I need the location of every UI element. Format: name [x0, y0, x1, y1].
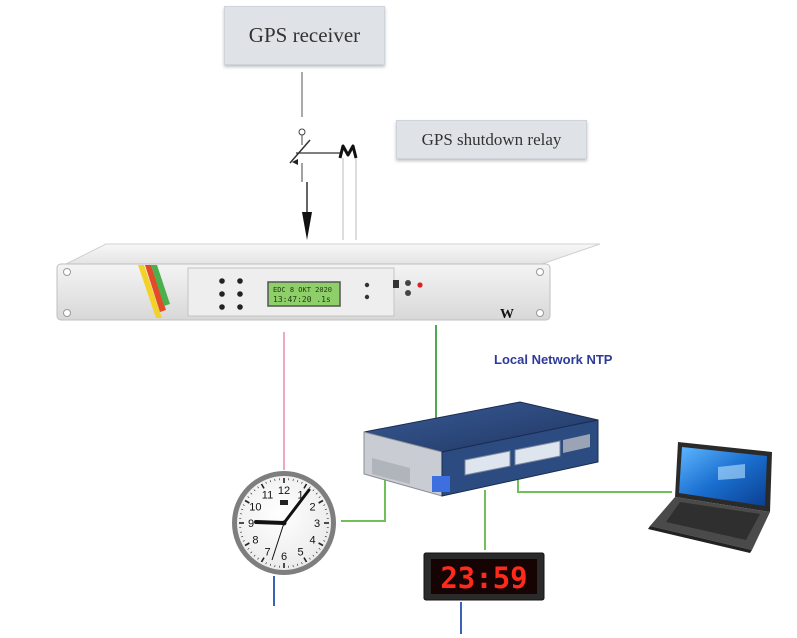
clock-tick — [318, 499, 324, 504]
ethernet-line-clock — [341, 478, 386, 522]
clock-tick — [301, 562, 303, 565]
clock-tick — [318, 542, 324, 547]
lcd-line2: 13:47:20 .1s — [273, 295, 331, 304]
local-network-label: Local Network NTP — [494, 352, 613, 367]
lcd-display — [267, 281, 341, 307]
server-buttons — [219, 278, 243, 310]
clock-tick — [241, 508, 244, 510]
digital-clock: 23:59 — [423, 552, 545, 601]
clock-numeral: 4 — [310, 535, 316, 547]
status-led — [417, 282, 423, 288]
clock-tick — [309, 557, 311, 560]
clock-numeral: 12 — [278, 485, 290, 497]
clock-tick — [257, 557, 259, 560]
clock-numeral: 3 — [314, 518, 320, 530]
laptop — [648, 442, 772, 553]
clock-numeral: 5 — [297, 547, 303, 559]
clock-tick — [315, 551, 318, 554]
clock-tick — [253, 554, 256, 557]
clock-numeral: 1 — [297, 489, 303, 501]
clock-numeral: 2 — [310, 502, 316, 514]
clock-tick — [242, 540, 245, 542]
gps-shutdown-relay-box: GPS shutdown relay — [396, 120, 587, 159]
clock-tick — [253, 489, 256, 492]
ethernet-line-laptop — [517, 476, 672, 493]
time-server: EDC 8 OKT 2020 13:47:20 .1s W — [56, 243, 601, 322]
clock-tick — [297, 563, 299, 566]
clock-tick — [324, 536, 327, 538]
second-hand — [271, 522, 285, 561]
clock-numeral: 7 — [264, 547, 270, 559]
clock-tick — [309, 486, 311, 489]
clock-tick — [323, 504, 326, 506]
clock-tick — [324, 508, 327, 510]
clock-tick — [312, 489, 315, 492]
coil-icon — [338, 144, 358, 159]
network-switch — [363, 401, 599, 497]
lcd-line1: EDC 8 OKT 2020 — [273, 286, 332, 294]
gps-shutdown-relay-label: GPS shutdown relay — [421, 129, 562, 149]
minute-hand — [282, 488, 311, 525]
relay-symbol — [274, 117, 378, 182]
arrow-down-icon — [302, 182, 312, 240]
clock-tick — [323, 540, 326, 542]
clock-tick — [257, 486, 259, 489]
clock-tick — [265, 481, 267, 484]
clock-tick — [269, 480, 271, 483]
hour-hand — [254, 520, 286, 525]
clock-numeral: 9 — [248, 518, 254, 530]
clock-tick — [297, 480, 299, 483]
clock-tick — [315, 492, 318, 495]
digital-time: 23:59 — [440, 561, 527, 595]
clock-numeral: 8 — [252, 535, 258, 547]
gps-receiver-label: GPS receiver — [248, 23, 361, 47]
clock-tick — [265, 562, 267, 565]
clock-tick — [242, 504, 245, 506]
clock-tick — [247, 548, 250, 550]
gps-receiver-box: GPS receiver — [224, 6, 385, 65]
clock-tick — [260, 483, 265, 489]
clock-numeral: 10 — [249, 502, 261, 514]
clock-tick — [312, 554, 315, 557]
clock-tick — [303, 483, 308, 489]
clock-tick — [318, 548, 321, 550]
clock-tick — [303, 557, 308, 563]
clock-tick — [244, 542, 250, 547]
clock-tick — [250, 492, 253, 495]
clock-tick — [301, 481, 303, 484]
clock-tick — [260, 557, 265, 563]
clock-numeral: 6 — [281, 551, 287, 563]
clock-tick — [318, 496, 321, 498]
clock-tick — [250, 551, 253, 554]
clock-numeral: 11 — [262, 489, 273, 501]
clock-tick — [244, 499, 250, 504]
server-logo: W — [500, 307, 514, 322]
clock-tick — [269, 563, 271, 566]
clock-tick — [247, 496, 250, 498]
relay-switch-icon — [289, 139, 341, 165]
clock-tick — [241, 536, 244, 538]
